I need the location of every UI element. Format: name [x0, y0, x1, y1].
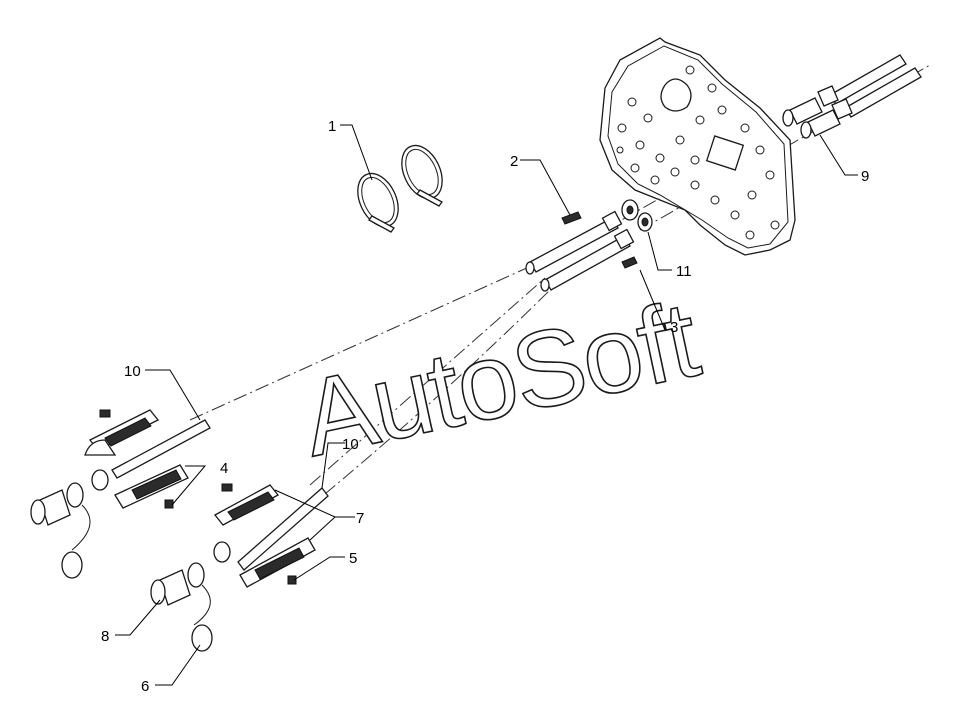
lower-left-assembly: [30, 409, 211, 579]
callout-10-lower: 10: [342, 436, 359, 453]
callout-5: 5: [349, 550, 357, 567]
callout-8: 8: [101, 628, 109, 645]
part-1-clamps: [357, 144, 443, 233]
leader-lines: [115, 124, 858, 686]
callout-2: 2: [510, 153, 518, 170]
part-9-adapters: [782, 54, 922, 139]
callout-1: 1: [328, 118, 336, 135]
callout-4: 4: [220, 460, 228, 477]
callout-labels: 1 2 3 4 5 6 7 8 9 10 10 11: [101, 118, 869, 695]
lower-right-assembly: [150, 483, 329, 652]
mounting-plate: [599, 37, 796, 256]
part-2-bolts: [525, 210, 638, 292]
callout-3: 3: [670, 319, 678, 336]
callout-9: 9: [861, 168, 869, 185]
part-11-washers: [621, 199, 653, 232]
callout-7: 7: [356, 510, 364, 527]
callout-6: 6: [141, 678, 149, 695]
callout-11: 11: [676, 263, 692, 280]
callout-10-upper: 10: [124, 363, 141, 380]
